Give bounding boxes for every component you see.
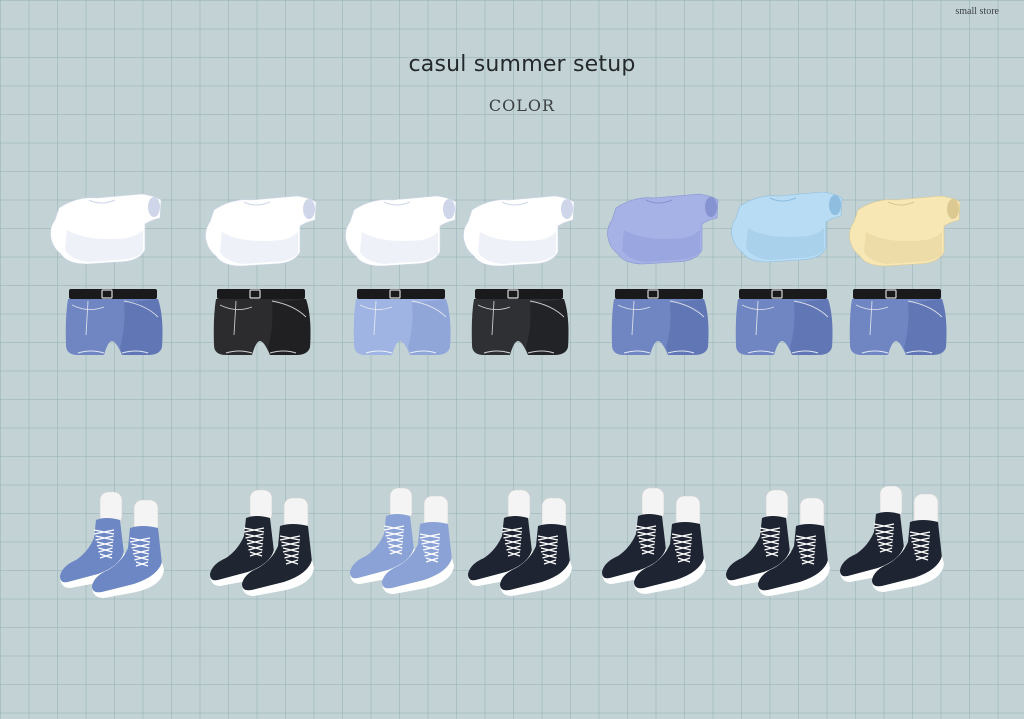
page-title: casul summer setup — [408, 52, 636, 77]
crop-top-2 — [202, 192, 322, 272]
denim-shorts-6 — [734, 287, 834, 361]
sneakers-7 — [838, 484, 948, 599]
denim-shorts-5 — [610, 287, 710, 361]
crop-top-6 — [728, 188, 848, 268]
section-subtitle: COLOR — [488, 96, 556, 115]
denim-shorts-7 — [848, 287, 948, 361]
sneakers-6 — [724, 488, 834, 603]
denim-shorts-4 — [470, 287, 570, 361]
denim-shorts-1 — [64, 287, 164, 361]
crop-top-5 — [604, 190, 724, 270]
crop-top-4 — [460, 192, 580, 272]
sneakers-2 — [208, 488, 318, 603]
denim-shorts-2 — [212, 287, 312, 361]
sneakers-5 — [600, 486, 710, 601]
denim-shorts-3 — [352, 287, 452, 361]
crop-top-1 — [47, 190, 167, 270]
brand-label: small store — [955, 6, 999, 17]
sneakers-4 — [466, 488, 576, 603]
crop-top-3 — [342, 192, 462, 272]
crop-top-7 — [846, 192, 966, 272]
sneakers-3 — [348, 486, 458, 601]
sneakers-1 — [58, 490, 168, 605]
